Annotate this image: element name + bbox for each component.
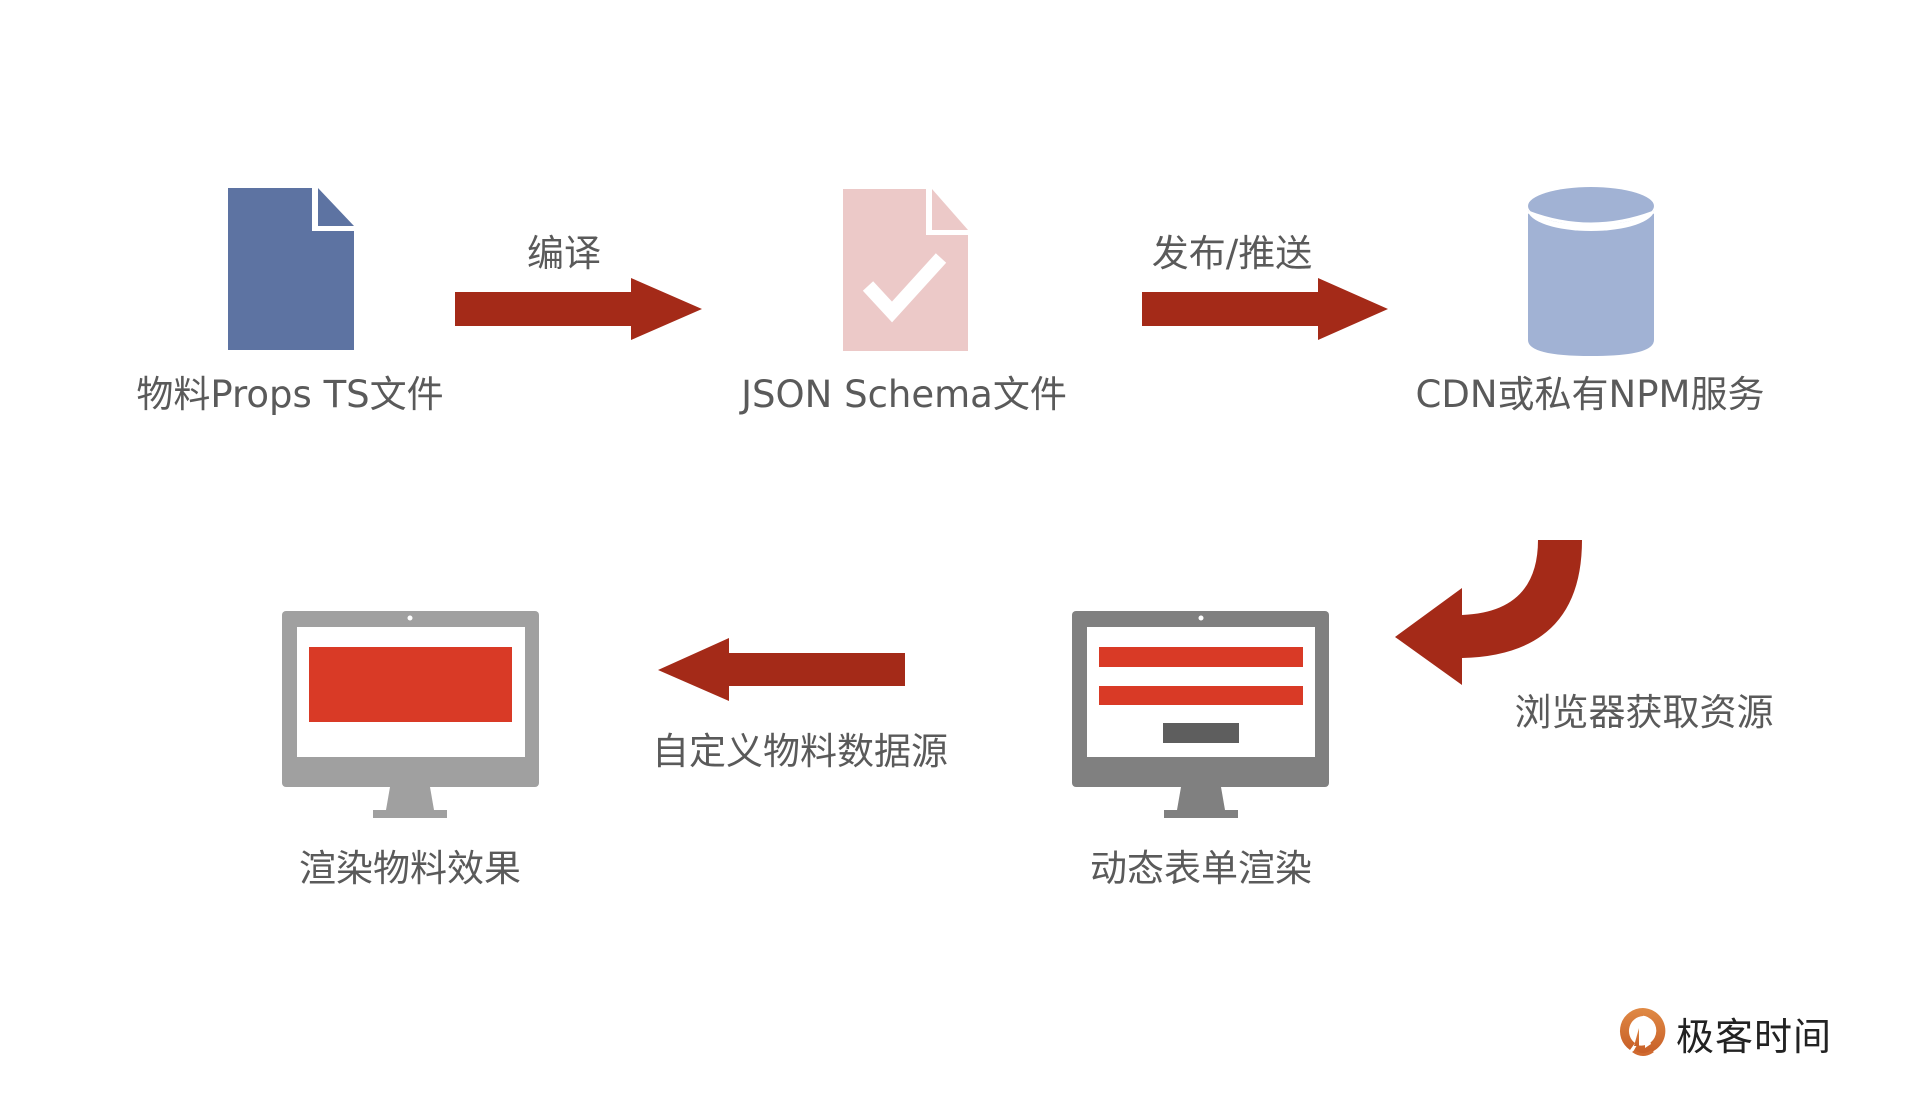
arrow-compile	[455, 278, 702, 340]
node-label-render-material: 渲染物料效果	[299, 847, 521, 890]
node-label-cdn-npm: CDN或私有NPM服务	[1415, 373, 1765, 416]
node-label-dynamic-form: 动态表单渲染	[1090, 847, 1312, 890]
edge-label-publish: 发布/推送	[1151, 232, 1313, 275]
edge-label-custom-datasource: 自定义物料数据源	[652, 730, 948, 773]
node-label-json-schema: JSON Schema文件	[741, 373, 1067, 416]
edge-label-browser-fetch: 浏览器获取资源	[1514, 691, 1774, 734]
ts-file-document-icon	[228, 188, 354, 350]
node-label-ts-file: 物料Props TS文件	[136, 373, 444, 416]
brand-logo: 极客时间	[1618, 1006, 1832, 1060]
form-submit-button	[1163, 723, 1239, 743]
monitor-render-icon	[282, 611, 539, 818]
brand-name: 极客时间	[1676, 1014, 1833, 1059]
arrow-publish	[1142, 278, 1388, 340]
edge-label-compile: 编译	[527, 232, 601, 275]
arrow-custom-datasource	[658, 638, 905, 701]
rendered-material-block	[309, 647, 512, 722]
monitor-form-icon	[1072, 611, 1329, 818]
form-field-bar	[1099, 686, 1303, 705]
arrow-browser-fetch	[1395, 540, 1582, 685]
json-schema-document-check-icon	[843, 189, 968, 351]
database-cylinder-icon	[1527, 187, 1655, 356]
geektime-logo-icon	[1619, 1007, 1666, 1056]
form-field-bar	[1099, 647, 1303, 667]
